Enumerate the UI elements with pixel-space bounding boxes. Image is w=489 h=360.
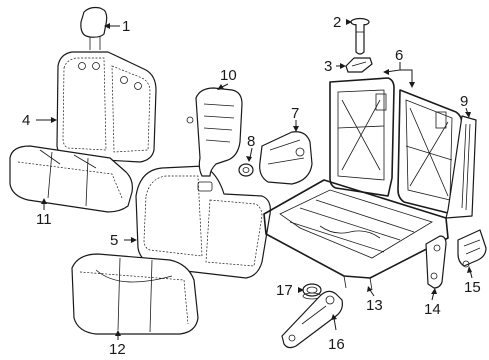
- seat-back-panel: [186, 87, 243, 177]
- side-panel: [445, 115, 477, 219]
- seat-back-frame-left: [329, 77, 395, 197]
- callout-1: 1: [122, 18, 130, 35]
- headrest-guide: [350, 17, 370, 55]
- side-trim-cover: [259, 131, 313, 185]
- callout-8: 8: [247, 133, 255, 150]
- retaining-clip: [345, 57, 373, 73]
- callout-7: 7: [291, 105, 299, 122]
- callout-17: 17: [276, 282, 293, 299]
- hinge-link: [281, 290, 343, 349]
- callout-12: 12: [109, 341, 126, 358]
- mounting-bracket: [425, 235, 447, 289]
- callout-15: 15: [464, 279, 481, 296]
- callout-2: 2: [333, 14, 341, 31]
- callout-labels: 1 2 3 4 5 6 7 8 9 10 11 12 13 14 15 16 1…: [22, 14, 481, 358]
- callout-11: 11: [36, 211, 52, 228]
- latch-cover: [457, 229, 487, 268]
- grommet: [302, 283, 322, 300]
- callout-5: 5: [110, 232, 118, 249]
- callout-10: 10: [220, 67, 237, 84]
- callout-14: 14: [424, 301, 441, 318]
- callout-4: 4: [22, 112, 30, 129]
- callout-3: 3: [324, 58, 332, 75]
- callout-13: 13: [366, 297, 383, 314]
- callout-16: 16: [328, 336, 345, 353]
- headrest: [80, 6, 108, 50]
- seat-base-frame: [263, 179, 449, 291]
- leader-lines: [36, 19, 473, 340]
- callout-6: 6: [395, 47, 403, 64]
- rear-seat-cushion: [9, 145, 133, 213]
- callout-9: 9: [460, 93, 468, 110]
- rear-seat-back: [56, 51, 157, 163]
- front-seat-cushion: [71, 253, 199, 335]
- adjuster-knob: [238, 163, 254, 177]
